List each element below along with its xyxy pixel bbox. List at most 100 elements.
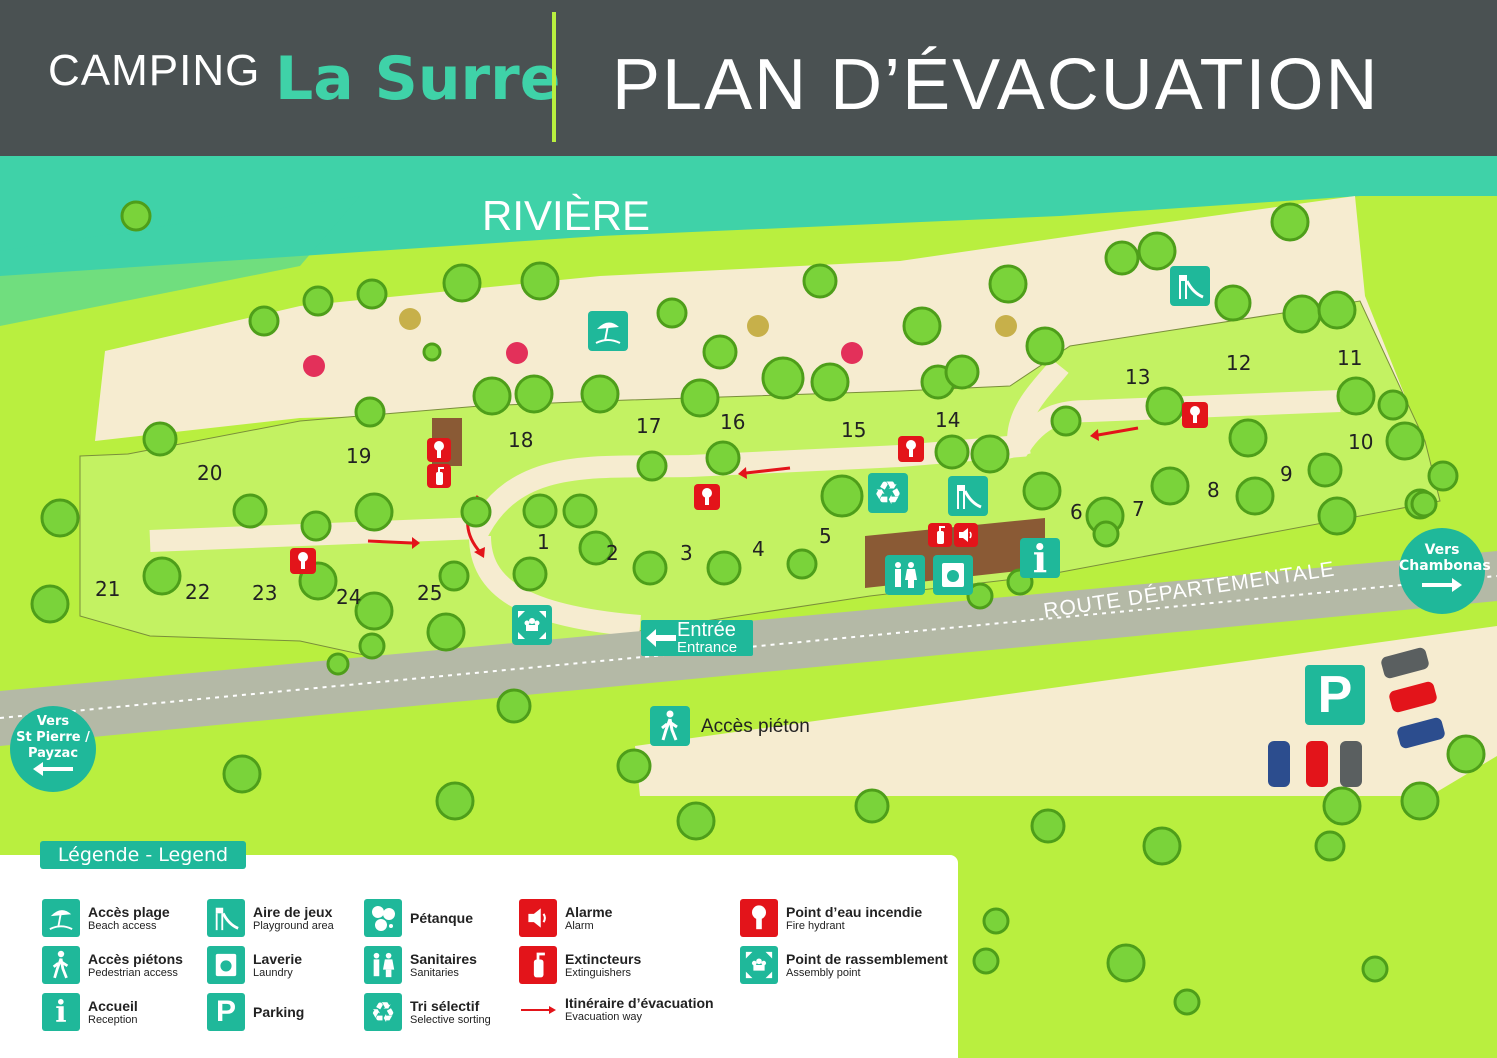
legend-label: Accueil bbox=[88, 997, 138, 1014]
lot-12[interactable]: 12 bbox=[1226, 351, 1252, 375]
lot-22[interactable]: 22 bbox=[185, 580, 211, 604]
evacuation-arrow-icon bbox=[521, 1005, 556, 1014]
lot-4[interactable]: 4 bbox=[752, 537, 765, 561]
lot-15[interactable]: 15 bbox=[841, 418, 867, 442]
legend-label: Tri sélectif bbox=[410, 997, 480, 1014]
legend-sublabel: Assembly point bbox=[786, 966, 861, 979]
assembly-point-icon[interactable] bbox=[512, 605, 552, 645]
lot-20[interactable]: 20 bbox=[197, 461, 223, 485]
arrow-left-icon bbox=[646, 629, 676, 647]
entrance-fr: Entrée bbox=[677, 619, 736, 641]
extinguisher-icon[interactable] bbox=[427, 464, 451, 488]
lot-23[interactable]: 23 bbox=[252, 581, 278, 605]
lot-11[interactable]: 11 bbox=[1337, 346, 1363, 370]
legend-sublabel: Alarm bbox=[565, 919, 594, 932]
legend-label: Aire de jeux bbox=[253, 903, 333, 920]
parking-icon: P bbox=[207, 993, 245, 1031]
trees bbox=[30, 200, 1486, 1016]
arrow-left-icon bbox=[33, 762, 73, 776]
lot-17[interactable]: 17 bbox=[636, 414, 662, 438]
lot-8[interactable]: 8 bbox=[1207, 478, 1220, 502]
lot-10[interactable]: 10 bbox=[1348, 430, 1374, 454]
lot-18[interactable]: 18 bbox=[508, 428, 534, 452]
legend-label: Itinéraire d’évacuation bbox=[565, 995, 714, 1011]
beach-umbrella-icon[interactable] bbox=[588, 311, 628, 351]
laundry-icon bbox=[207, 946, 245, 984]
road-centerline bbox=[0, 575, 1497, 719]
alarm-icon[interactable] bbox=[954, 523, 978, 547]
camp-path-north bbox=[1007, 359, 1069, 459]
direction-chambonas[interactable]: Vers Chambonas bbox=[1399, 528, 1491, 614]
direction-st-pierre-label: Vers St Pierre / Payzac bbox=[16, 714, 90, 761]
assembly-point-icon bbox=[740, 946, 778, 984]
legend-item-petanque: Pétanque bbox=[364, 899, 473, 937]
direction-chambonas-label: Vers Chambonas bbox=[1399, 542, 1491, 574]
lot-24[interactable]: 24 bbox=[336, 585, 362, 609]
alarm-icon bbox=[519, 899, 557, 937]
legend-label: Parking bbox=[253, 1003, 305, 1020]
legend-sublabel: Beach access bbox=[88, 919, 157, 932]
legend-title: Légende - Legend bbox=[40, 841, 246, 869]
legend-sublabel: Pedestrian access bbox=[88, 966, 178, 979]
pedestrian-icon[interactable] bbox=[650, 706, 690, 746]
pedestrian-icon bbox=[42, 946, 80, 984]
header-divider bbox=[552, 12, 556, 142]
legend-sublabel: Playground area bbox=[253, 919, 334, 932]
laundry-icon[interactable] bbox=[933, 555, 973, 595]
legend-label: Sanitaires bbox=[410, 950, 477, 967]
fire-hydrant-icon[interactable] bbox=[290, 548, 316, 574]
arrow-right-icon bbox=[1422, 578, 1462, 592]
header-bar: CAMPING La Surre PLAN D’ÉVACUATION bbox=[0, 0, 1497, 156]
river bbox=[0, 156, 1497, 276]
legend-label: Point de rassemblement bbox=[786, 950, 948, 967]
lot-3[interactable]: 3 bbox=[680, 541, 693, 565]
legend-label: Accès plage bbox=[88, 903, 170, 920]
lot-14[interactable]: 14 bbox=[935, 408, 961, 432]
slide-icon[interactable] bbox=[1170, 266, 1210, 306]
fire-hydrant-icon[interactable] bbox=[1182, 402, 1208, 428]
info-icon: i bbox=[42, 993, 80, 1031]
legend-label: Point d’eau incendie bbox=[786, 903, 923, 920]
legend-sublabel: Evacuation way bbox=[565, 1011, 643, 1023]
legend-panel bbox=[0, 855, 958, 1058]
lot-19[interactable]: 19 bbox=[346, 444, 372, 468]
entrance-sign[interactable]: Entrée Entrance bbox=[641, 619, 753, 656]
legend-label: Extincteurs bbox=[565, 950, 642, 967]
playground-slide-icon[interactable] bbox=[948, 476, 988, 516]
fire-hydrant-icon[interactable] bbox=[694, 484, 720, 510]
legend-sublabel: Fire hydrant bbox=[786, 919, 845, 932]
lot-13[interactable]: 13 bbox=[1125, 365, 1151, 389]
lot-9[interactable]: 9 bbox=[1280, 462, 1293, 486]
river-label: RIVIÈRE bbox=[482, 192, 651, 239]
legend-item-parking: P Parking bbox=[207, 993, 304, 1031]
lot-16[interactable]: 16 bbox=[720, 410, 746, 434]
lot-2[interactable]: 2 bbox=[606, 541, 619, 565]
lot-6[interactable]: 6 bbox=[1070, 500, 1083, 524]
recycle-icon[interactable]: ♻ bbox=[868, 473, 908, 513]
campsite-map bbox=[0, 156, 1497, 1016]
lot-25[interactable]: 25 bbox=[417, 581, 443, 605]
legend-sublabel: Sanitaries bbox=[410, 966, 459, 979]
extinguisher-icon[interactable] bbox=[928, 523, 952, 547]
info-icon[interactable]: i bbox=[1020, 536, 1060, 581]
lot-1[interactable]: 1 bbox=[537, 530, 550, 554]
legend-sublabel: Laundry bbox=[253, 966, 293, 979]
beach-umbrella-icon bbox=[42, 899, 80, 937]
fire-hydrant-icon[interactable] bbox=[898, 436, 924, 462]
evacuation-arrows bbox=[367, 426, 1139, 558]
toilets-icon[interactable] bbox=[885, 555, 925, 595]
direction-st-pierre[interactable]: Vers St Pierre / Payzac bbox=[10, 706, 96, 792]
fire-hydrant-icon[interactable] bbox=[427, 438, 451, 462]
lot-5[interactable]: 5 bbox=[819, 524, 832, 548]
legend-label: Alarme bbox=[565, 903, 613, 920]
lot-7[interactable]: 7 bbox=[1132, 497, 1145, 521]
parking-icon[interactable]: P bbox=[1305, 665, 1365, 725]
lot-21[interactable]: 21 bbox=[95, 577, 121, 601]
extinguisher-icon bbox=[519, 946, 557, 984]
